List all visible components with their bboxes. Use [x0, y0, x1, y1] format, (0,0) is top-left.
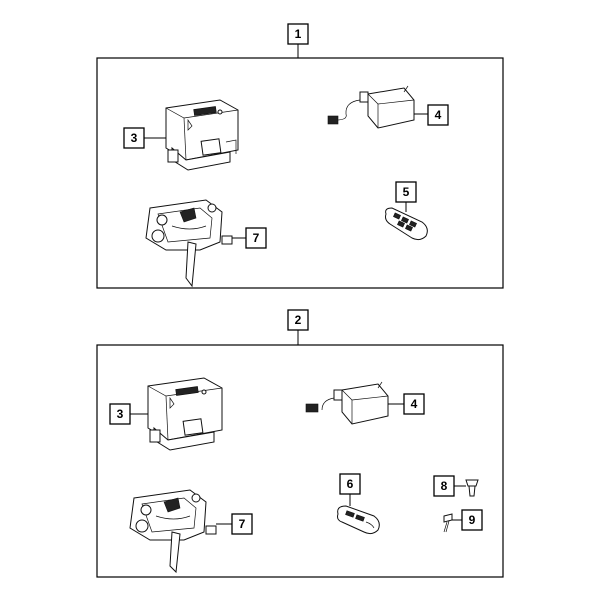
g2-callout-3: 3 — [117, 407, 124, 421]
control-module-icon — [147, 377, 223, 451]
group-2-frame — [96, 344, 504, 578]
antenna-module-icon — [305, 381, 389, 425]
screw-icon — [443, 513, 453, 533]
group-2-callout: 2 — [295, 313, 302, 327]
g2-callout-9: 9 — [469, 513, 476, 527]
g2-callout-7: 7 — [239, 517, 246, 531]
key-fob-icon — [385, 207, 428, 241]
g2-callout-6: 6 — [347, 477, 354, 491]
antenna-module-icon — [327, 85, 415, 129]
g2-callout-8: 8 — [441, 479, 448, 493]
control-module-icon — [165, 99, 239, 171]
group-1-callout: 1 — [295, 27, 302, 41]
group-1: 1 3 4 — [96, 23, 504, 289]
push-clip-icon — [465, 479, 479, 497]
g2-callout-4: 4 — [411, 397, 418, 411]
g1-callout-box-4 — [427, 104, 449, 126]
g1-callout-4: 4 — [435, 108, 442, 122]
group-1-frame — [96, 57, 504, 289]
g1-callout-3: 3 — [131, 131, 138, 145]
g1-callout-7: 7 — [253, 231, 260, 245]
latch-assembly-icon — [145, 199, 233, 288]
g1-callout-5: 5 — [403, 185, 410, 199]
group-2: 2 3 4 — [96, 309, 504, 578]
key-fob-icon — [337, 505, 380, 535]
latch-assembly-icon — [129, 489, 217, 574]
